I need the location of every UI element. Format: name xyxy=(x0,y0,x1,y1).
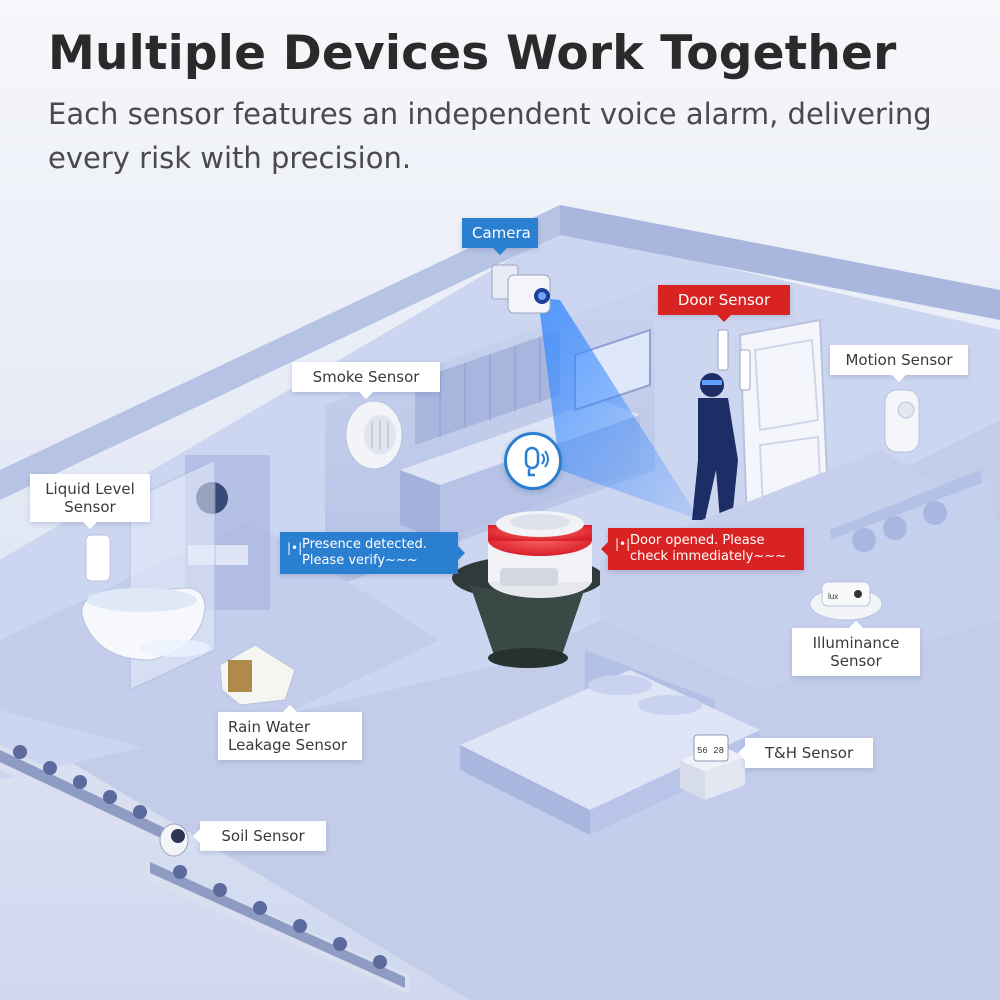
presence-alert-line1: Presence detected. xyxy=(302,537,427,552)
rain-water-line2: Leakage Sensor xyxy=(228,736,348,754)
motion-sensor-label-text: Motion Sensor xyxy=(845,351,953,369)
illuminance-line1: Illuminance xyxy=(812,634,900,652)
camera-label: Camera xyxy=(462,218,538,255)
th-sensor-label-text: T&H Sensor xyxy=(764,744,854,762)
smoke-sensor-device xyxy=(345,400,403,470)
door-alert-bubble: |•| Door opened. Please check immediatel… xyxy=(601,528,804,570)
presence-alert-line2: Please verify~~~ xyxy=(302,553,418,568)
door-alert-line2: check immediately~~~ xyxy=(630,549,787,564)
rain-water-line1: Rain Water xyxy=(228,718,311,736)
soil-sensor-label: Soil Sensor xyxy=(193,821,326,851)
th-sensor-label: T&H Sensor xyxy=(738,738,873,768)
door-alert-line1: Door opened. Please xyxy=(630,533,765,548)
door-sensor-label: Door Sensor xyxy=(658,285,790,322)
bedroom-area: 56 28 xyxy=(355,650,800,920)
voice-alarm-badge xyxy=(504,432,562,490)
illuminance-sensor-label: Illuminance Sensor xyxy=(792,621,920,676)
page-subtitle: Each sensor features an independent voic… xyxy=(48,97,932,175)
intruder-figure xyxy=(692,373,738,520)
motion-sensor-device xyxy=(884,389,920,453)
motion-sensor-label: Motion Sensor xyxy=(830,345,968,382)
liquid-level-sensor-label: Liquid Level Sensor xyxy=(30,474,150,529)
page-title: Multiple Devices Work Together xyxy=(48,26,897,81)
sound-wave-icon: |•| xyxy=(615,537,631,551)
sound-wave-icon: |•| xyxy=(287,541,303,555)
liquid-level-line1: Liquid Level xyxy=(45,480,135,498)
th-display: 56 28 xyxy=(697,746,724,756)
lux-label: lux xyxy=(828,592,838,601)
microphone-voice-icon xyxy=(524,446,549,477)
rain-water-leakage-sensor-label: Rain Water Leakage Sensor xyxy=(218,705,362,760)
garden-area xyxy=(0,745,410,995)
presence-alert-bubble: |•| Presence detected. Please verify~~~ xyxy=(280,532,465,574)
smoke-sensor-label: Smoke Sensor xyxy=(292,362,440,399)
camera-beam xyxy=(538,298,700,520)
smoke-sensor-label-text: Smoke Sensor xyxy=(312,368,420,386)
liquid-level-line2: Sensor xyxy=(64,498,116,516)
alarm-hub xyxy=(452,511,604,668)
camera-device xyxy=(491,264,551,314)
illuminance-line2: Sensor xyxy=(830,652,882,670)
camera-label-text: Camera xyxy=(472,224,531,242)
soil-sensor-label-text: Soil Sensor xyxy=(221,827,305,845)
bathroom-area xyxy=(0,455,440,760)
door-sensor-label-text: Door Sensor xyxy=(677,291,771,309)
